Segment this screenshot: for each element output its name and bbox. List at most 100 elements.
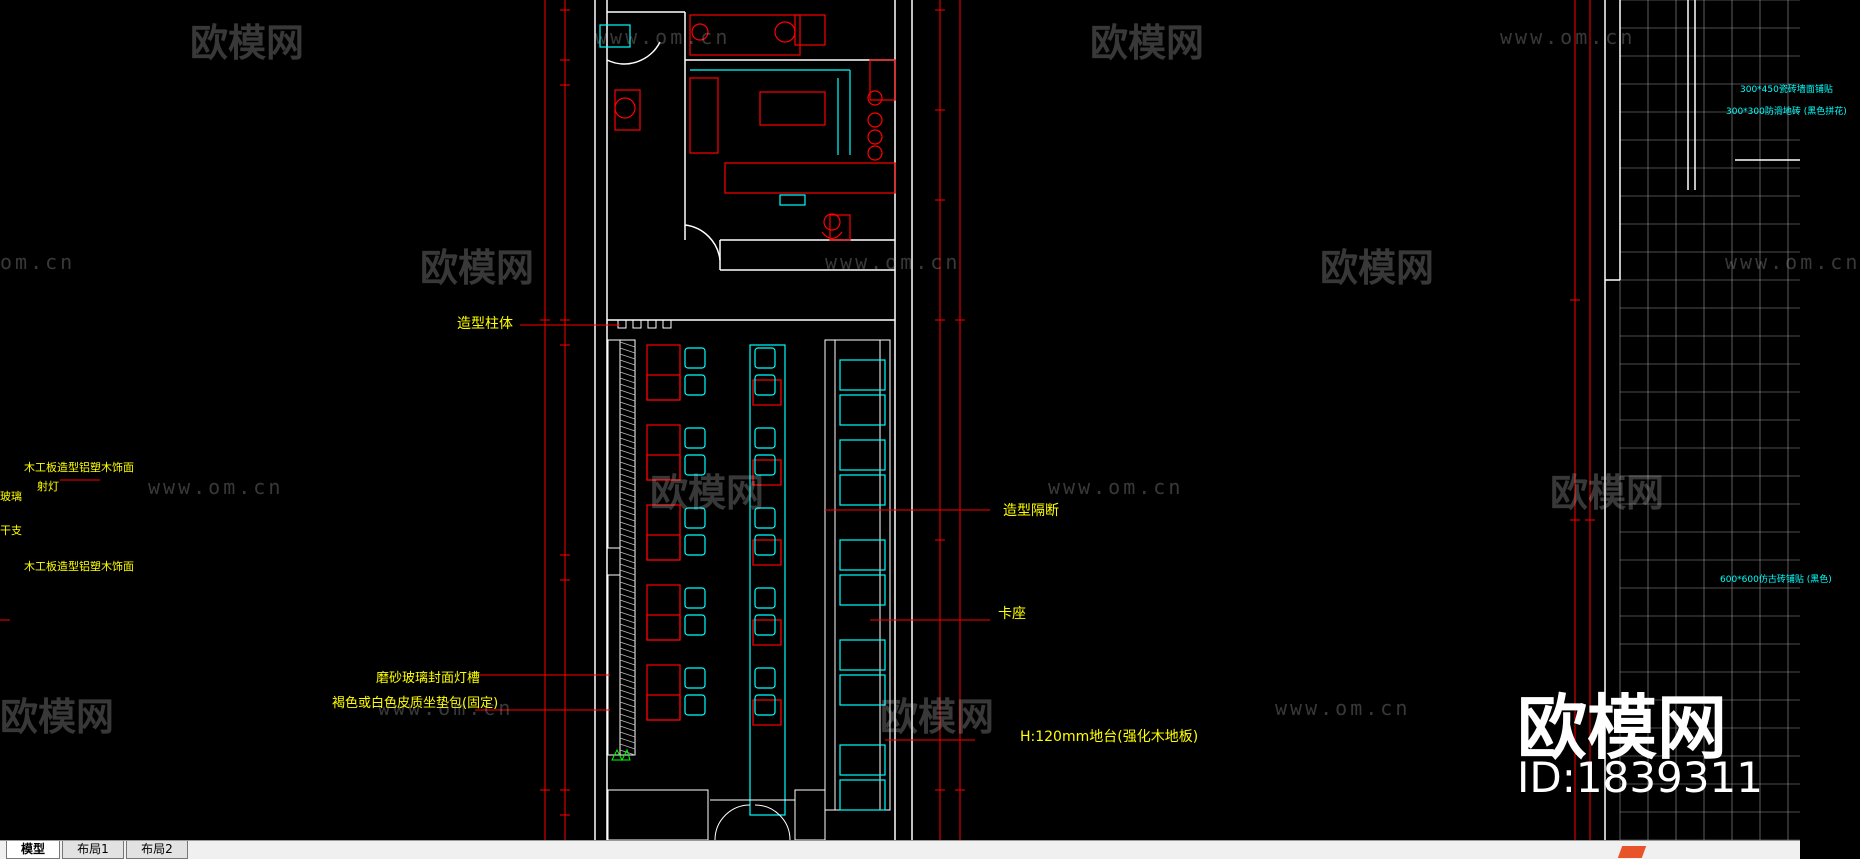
hatch-line bbox=[619, 593, 636, 600]
hatch-line bbox=[619, 515, 636, 522]
hatch-line bbox=[619, 425, 636, 432]
hatch-line bbox=[619, 467, 636, 474]
hatch-line bbox=[619, 341, 636, 348]
table-mid bbox=[752, 459, 782, 486]
hatch-line bbox=[619, 635, 636, 642]
hatch-line bbox=[619, 539, 636, 546]
chair-left bbox=[684, 614, 706, 636]
chair-mid bbox=[754, 427, 776, 449]
dining-tables bbox=[646, 344, 782, 726]
label-leather-seat: 褐色或白色皮质坐垫包(固定) bbox=[332, 696, 499, 711]
booth-seat bbox=[839, 779, 886, 811]
hatch-line bbox=[619, 353, 636, 360]
hatch-line bbox=[619, 569, 636, 576]
hatch-line bbox=[619, 395, 636, 402]
hatch-line bbox=[619, 371, 636, 378]
chair-left bbox=[684, 534, 706, 556]
hatch-line bbox=[619, 347, 636, 354]
dimension-lines-right bbox=[935, 0, 965, 840]
chair-mid bbox=[754, 667, 776, 689]
person-figure bbox=[821, 213, 843, 240]
label-wood-face-2: 木工板造型铝塑木饰面 bbox=[24, 560, 134, 573]
hatch-line bbox=[619, 743, 636, 750]
hatch-line bbox=[619, 731, 636, 738]
hatch-line bbox=[619, 551, 636, 558]
bench-middle bbox=[749, 344, 786, 816]
cad-drawing-canvas[interactable] bbox=[0, 0, 1800, 841]
hatch-line bbox=[619, 491, 636, 498]
booth-seat bbox=[839, 539, 886, 571]
layout-tab-bar: 模型 布局1 布局2 bbox=[0, 840, 1800, 859]
chair-mid bbox=[754, 694, 776, 716]
light-trough-hatch bbox=[619, 341, 636, 756]
hatch-line bbox=[619, 443, 636, 450]
hatch-line bbox=[619, 509, 636, 516]
booth-seat bbox=[839, 639, 886, 671]
booth-seat bbox=[839, 744, 886, 776]
chair-left bbox=[684, 347, 706, 369]
chair-left bbox=[684, 587, 706, 609]
tab-model[interactable]: 模型 bbox=[6, 841, 60, 859]
table-left-lower bbox=[646, 694, 681, 721]
hatch-line bbox=[619, 629, 636, 636]
leader-lines bbox=[0, 324, 990, 741]
hatch-line bbox=[619, 719, 636, 726]
chair-mid bbox=[754, 374, 776, 396]
table-left-lower bbox=[646, 374, 681, 401]
hatch-line bbox=[619, 359, 636, 366]
label-wood-face-1: 木工板造型铝塑木饰面 bbox=[24, 461, 134, 474]
hatch-line bbox=[619, 737, 636, 744]
chair-left bbox=[684, 454, 706, 476]
label-column: 造型柱体 bbox=[457, 316, 513, 332]
table-mid bbox=[752, 379, 782, 406]
chair-left bbox=[684, 427, 706, 449]
brand-id: ID:1839311 bbox=[1517, 753, 1763, 802]
label-tile-2: 300*300防滑地砖 (黑色拼花) bbox=[1726, 107, 1847, 117]
booth-seat bbox=[839, 394, 886, 426]
hatch-line bbox=[619, 653, 636, 660]
hatch-line bbox=[619, 461, 636, 468]
hatch-line bbox=[619, 521, 636, 528]
label-tile-3: 600*600仿古砖铺贴 (黑色) bbox=[1720, 575, 1832, 585]
dimension-lines-left bbox=[540, 0, 570, 840]
hatch-line bbox=[619, 503, 636, 510]
tab-layout-2[interactable]: 布局2 bbox=[126, 841, 188, 859]
plant-symbol bbox=[611, 748, 631, 762]
hatch-line bbox=[619, 641, 636, 648]
hatch-line bbox=[619, 701, 636, 708]
right-area-walls bbox=[1604, 0, 1800, 840]
table-left-lower bbox=[646, 534, 681, 561]
hatch-line bbox=[619, 605, 636, 612]
hatch-line bbox=[619, 545, 636, 552]
hatch-line bbox=[619, 725, 636, 732]
tab-layout-1[interactable]: 布局1 bbox=[62, 841, 124, 859]
hatch-line bbox=[619, 599, 636, 606]
label-booth: 卡座 bbox=[998, 606, 1026, 622]
hatch-line bbox=[619, 695, 636, 702]
kitchen-equipment bbox=[614, 14, 896, 241]
hatch-line bbox=[619, 449, 636, 456]
label-partition: 造型隔断 bbox=[1003, 503, 1059, 519]
hatch-line bbox=[619, 437, 636, 444]
chair-mid bbox=[754, 534, 776, 556]
hatch-line bbox=[619, 707, 636, 714]
chair-mid bbox=[754, 454, 776, 476]
table-left-lower bbox=[646, 614, 681, 641]
hatch-line bbox=[619, 473, 636, 480]
drag-cursor-icon bbox=[1617, 846, 1647, 858]
chair-mid bbox=[754, 507, 776, 529]
hatch-line bbox=[619, 647, 636, 654]
hatch-line bbox=[619, 377, 636, 384]
hatch-line bbox=[619, 671, 636, 678]
table-mid bbox=[752, 539, 782, 566]
hatch-line bbox=[619, 533, 636, 540]
label-glass-left: 玻璃 bbox=[0, 490, 22, 503]
label-glass-light-trough: 磨砂玻璃封面灯槽 bbox=[376, 671, 481, 686]
booth-seat bbox=[839, 474, 886, 506]
chair-left bbox=[684, 694, 706, 716]
hatch-line bbox=[619, 497, 636, 504]
chair-mid bbox=[754, 587, 776, 609]
hatch-line bbox=[619, 485, 636, 492]
hatch-line bbox=[619, 659, 636, 666]
hatch-line bbox=[619, 617, 636, 624]
